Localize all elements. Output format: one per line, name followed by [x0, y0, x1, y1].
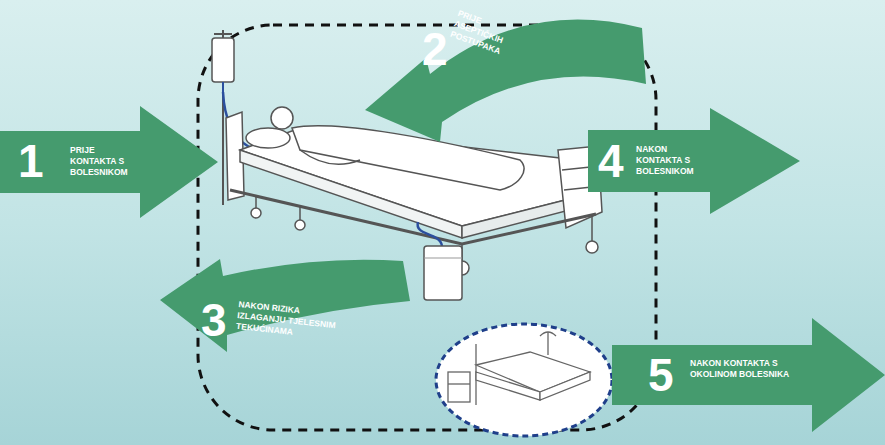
moment-arrow: 3NAKON RIZIKA IZLAGANJU TJELESNIM TEKUĆI… [155, 255, 417, 355]
arrow-body [612, 318, 885, 432]
moment-number: 2 [422, 26, 448, 72]
arrow-shape [360, 0, 650, 145]
moment-label: NAKON KONTAKTA S OKOLINOM BOLESNIKA [690, 358, 808, 380]
arrow-body [0, 106, 218, 218]
moment-arrow: 2PRIJE ASEPTIČKIH POSTUPAKA [360, 0, 650, 145]
moment-number: 4 [598, 138, 624, 184]
arrow-body [588, 108, 800, 214]
moment-number: 5 [648, 352, 674, 398]
bed [226, 107, 602, 275]
moment-arrow: 4 NAKON KONTAKTA S BOLESNIKOM [588, 108, 800, 214]
moment-number: 1 [18, 138, 44, 184]
moment-label: PRIJE KONTAKTA S BOLESNIKOM [70, 145, 134, 178]
drainage-bag [418, 222, 462, 300]
surroundings-circle [436, 324, 612, 436]
moment-number: 3 [201, 297, 227, 343]
moment-arrow: 1 PRIJE KONTAKTA S BOLESNIKOM [0, 106, 218, 218]
arrow-body [365, 20, 646, 142]
arrow-body [160, 259, 410, 352]
moment-arrow: 5 NAKON KONTAKTA S OKOLINOM BOLESNIKA [612, 318, 885, 432]
moment-label: NAKON KONTAKTA S BOLESNIKOM [636, 144, 700, 177]
